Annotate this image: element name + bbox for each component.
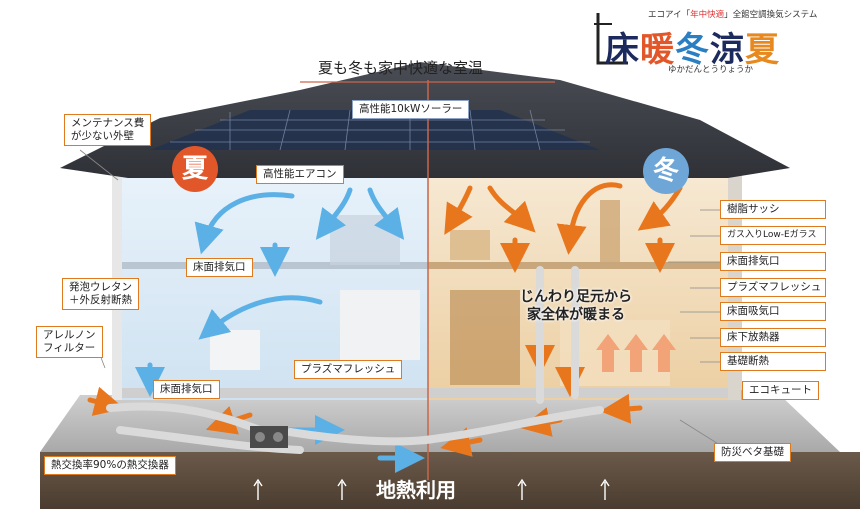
label-filter-line-2: フィルター xyxy=(43,342,96,354)
label-exhaust-upper: 床面排気口 xyxy=(186,258,253,277)
winter-badge: 冬 xyxy=(643,148,689,194)
label-aircon: 高性能エアコン xyxy=(256,165,344,184)
label-filter-line-1: アレルノン xyxy=(43,329,96,341)
logo-subtitle: エコアイ「年中快適」全館空調換気システム xyxy=(648,10,818,20)
label-insulation-line-1: 発泡ウレタン xyxy=(69,281,132,293)
label-insulation: 発泡ウレタン ＋外反射断熱 xyxy=(62,278,139,310)
second-floor-right xyxy=(428,262,728,269)
label-plasma-fresh: プラズマフレッシュ xyxy=(720,278,826,297)
air-ducts xyxy=(106,266,604,454)
ground-label: 地熱利用 xyxy=(376,478,456,502)
label-plasma: プラズマフレッシュ xyxy=(294,360,403,379)
label-filter: アレルノン フィルター xyxy=(36,326,103,358)
label-exterior-wall-line-1: メンテナンス費 xyxy=(71,117,145,129)
underfloor-heat-arrows xyxy=(596,334,676,372)
label-insulation-line-2: ＋外反射断熱 xyxy=(69,294,132,306)
label-ecocute: エコキュート xyxy=(742,381,819,400)
summer-airflow xyxy=(135,187,425,473)
winter-message-line-1: じんわり足元から xyxy=(520,289,632,305)
label-low-e-glass: ガス入りLow-Eガラス xyxy=(720,226,826,245)
label-floor-intake: 床面吸気口 xyxy=(720,302,826,321)
logo-title: 床暖冬涼夏 xyxy=(605,30,780,70)
label-underfloor-radiator: 床下放熱器 xyxy=(720,328,826,347)
geothermal-arrows xyxy=(253,478,610,500)
headline: 夏も冬も家中快適な室温 xyxy=(318,59,484,77)
label-resin-sash: 樹脂サッシ xyxy=(720,200,826,219)
winter-message-line-2: 家全体が暖まる xyxy=(527,307,625,323)
summer-badge: 夏 xyxy=(172,146,218,192)
label-mat-foundation: 防災ベタ基礎 xyxy=(714,443,791,462)
logo-reading: ゆかだんとうりょうか xyxy=(668,65,754,75)
winter-message: じんわり足元から 家全体が暖まる xyxy=(520,288,632,324)
label-heat-exchanger: 熱交換率90%の熱交換器 xyxy=(44,456,176,475)
label-exterior-wall: メンテナンス費 が少ない外壁 xyxy=(64,114,152,146)
heat-exchanger-unit xyxy=(250,426,288,448)
solar-panels xyxy=(170,109,590,151)
solar-label: 高性能10kWソーラー xyxy=(352,100,470,119)
label-foundation-insulation: 基礎断熱 xyxy=(720,352,826,371)
logo-bracket-mark xyxy=(594,13,628,65)
label-floor-exhaust: 床面排気口 xyxy=(720,252,826,271)
label-exhaust-lower: 床面排気口 xyxy=(153,380,220,399)
label-exterior-wall-line-2: が少ない外壁 xyxy=(71,130,134,142)
